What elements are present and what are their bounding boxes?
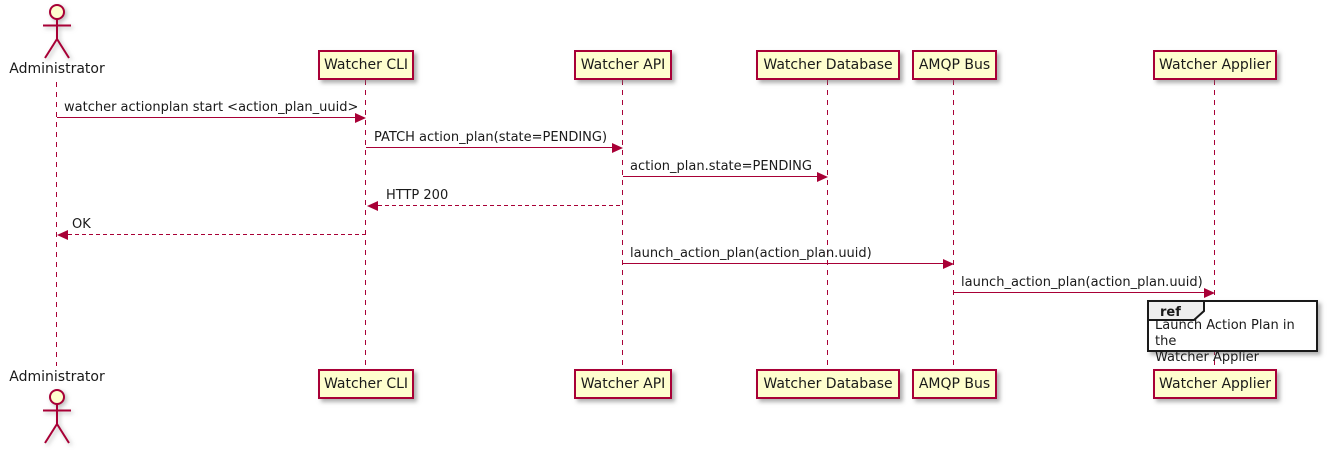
participant-label: AMQP Bus xyxy=(918,57,991,73)
participant-label: Watcher Database xyxy=(763,57,893,73)
participant-box-watcher-database-top: Watcher Database xyxy=(756,50,900,80)
message-line xyxy=(366,147,613,148)
message-label: PATCH action_plan(state=PENDING) xyxy=(374,130,608,145)
participant-label: Watcher CLI xyxy=(323,57,409,73)
arrowhead-left-icon xyxy=(57,230,68,240)
message-line xyxy=(623,176,818,177)
ref-keyword: ref xyxy=(1160,305,1181,320)
actor-icon-bottom xyxy=(38,386,76,452)
participant-label: Watcher Applier xyxy=(1159,376,1271,392)
message-label: HTTP 200 xyxy=(386,188,449,203)
message-label: launch_action_plan(action_plan.uuid) xyxy=(961,275,1203,290)
actor-label-bottom: Administrator xyxy=(9,369,105,385)
message-label: watcher actionplan start <action_plan_uu… xyxy=(64,100,359,115)
participant-box-watcher-api-top: Watcher API xyxy=(574,50,672,80)
ref-keyword-tag: ref xyxy=(1147,300,1209,326)
ref-fragment: ref Launch Action Plan in the Watcher Ap… xyxy=(1147,300,1318,365)
lifeline-watcher-applier xyxy=(1214,80,1215,369)
message-line xyxy=(954,292,1205,293)
lifeline-watcher-database xyxy=(827,80,828,369)
message-label: action_plan.state=PENDING xyxy=(630,159,812,174)
participant-label: Watcher API xyxy=(580,57,666,73)
message-line-dashed xyxy=(68,234,366,235)
participant-label: Watcher CLI xyxy=(323,376,409,392)
lifeline-watcher-api xyxy=(622,80,623,369)
lifeline-administrator xyxy=(56,82,57,366)
message-label: launch_action_plan(action_plan.uuid) xyxy=(630,246,872,261)
arrowhead-right-icon xyxy=(943,259,954,269)
message-line xyxy=(623,263,944,264)
participant-box-amqp-bus-bottom: AMQP Bus xyxy=(912,369,997,399)
lifeline-amqp-bus xyxy=(953,80,954,369)
message-line xyxy=(57,117,356,118)
arrowhead-right-icon xyxy=(355,113,366,123)
arrowhead-right-icon xyxy=(817,172,828,182)
message-line-dashed xyxy=(378,205,623,206)
participant-box-watcher-database-bottom: Watcher Database xyxy=(756,369,900,399)
lifeline-watcher-cli xyxy=(365,80,366,369)
actor-label-top: Administrator xyxy=(9,61,105,77)
participant-label: Watcher Database xyxy=(763,376,893,392)
ref-text: Launch Action Plan in the Watcher Applie… xyxy=(1155,318,1295,365)
participant-box-watcher-api-bottom: Watcher API xyxy=(574,369,672,399)
participant-label: AMQP Bus xyxy=(918,376,991,392)
participant-box-watcher-applier-bottom: Watcher Applier xyxy=(1153,369,1277,399)
actor-icon-top xyxy=(38,3,76,65)
arrowhead-right-icon xyxy=(1204,288,1215,298)
participant-box-watcher-cli-bottom: Watcher CLI xyxy=(318,369,414,399)
participant-label: Watcher Applier xyxy=(1159,57,1271,73)
arrowhead-right-icon xyxy=(612,143,623,153)
participant-box-watcher-cli-top: Watcher CLI xyxy=(318,50,414,80)
participant-label: Watcher API xyxy=(580,376,666,392)
participant-box-amqp-bus-top: AMQP Bus xyxy=(912,50,997,80)
arrowhead-left-icon xyxy=(367,201,378,211)
message-label: OK xyxy=(72,217,91,232)
participant-box-watcher-applier-top: Watcher Applier xyxy=(1153,50,1277,80)
